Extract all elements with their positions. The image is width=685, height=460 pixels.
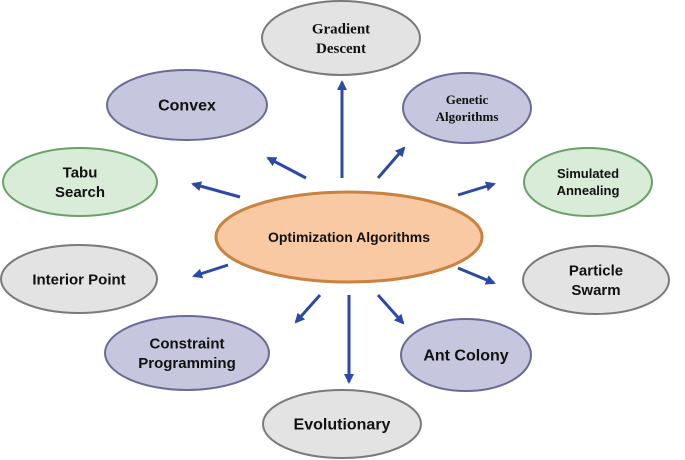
arrow-to-particle-swarm xyxy=(457,266,496,285)
nodes-layer: GradientDescentGeneticAlgorithmsSimulate… xyxy=(0,0,670,459)
node-interior-point-ellipse xyxy=(0,244,158,314)
arrow-to-simulated-annealing xyxy=(457,181,496,197)
node-evolutionary: Evolutionary xyxy=(262,389,422,459)
node-gradient-descent-label-line-1: Gradient xyxy=(312,22,370,38)
node-ant-colony-label-line-1: Ant Colony xyxy=(423,348,508,365)
center-ellipse xyxy=(214,190,484,284)
node-particle-swarm-ellipse xyxy=(522,245,670,315)
node-convex-label-line-1: Convex xyxy=(158,98,216,115)
center-label: Optimization Algorithms xyxy=(268,229,430,245)
node-particle-swarm-label-line-2: Swarm xyxy=(571,282,620,299)
node-ant-colony-ellipse xyxy=(400,318,532,392)
node-genetic-algorithms-label-line-1: Genetic xyxy=(446,92,489,107)
node-convex-ellipse xyxy=(106,69,268,141)
center-node: Optimization Algorithms xyxy=(214,190,484,284)
arrow-to-constraint-programming xyxy=(294,294,322,324)
arrow-to-interior-point xyxy=(192,263,229,279)
node-gradient-descent-label-line-2: Descent xyxy=(316,41,366,57)
node-tabu-search-label-line-2: Search xyxy=(55,184,105,201)
node-interior-point: Interior Point xyxy=(0,244,158,314)
node-simulated-annealing-label-line-1: Simulated xyxy=(557,166,619,181)
node-gradient-descent-ellipse xyxy=(261,0,421,76)
node-interior-point-label-line-1: Interior Point xyxy=(32,271,125,288)
node-genetic-algorithms-label-line-2: Algorithms xyxy=(436,109,499,124)
node-tabu-search-label-line-1: Tabu xyxy=(63,165,98,182)
arrow-to-tabu-search xyxy=(191,181,241,199)
arrow-to-convex xyxy=(266,156,307,180)
node-constraint-programming-ellipse xyxy=(104,315,270,391)
arrow-to-genetic-algorithms xyxy=(376,146,406,179)
node-constraint-programming-label-line-1: Constraint xyxy=(150,336,225,353)
node-constraint-programming-label-line-2: Programming xyxy=(138,355,236,372)
node-tabu-search-ellipse xyxy=(2,147,158,217)
node-genetic-algorithms-ellipse xyxy=(402,72,532,144)
node-evolutionary-label-line-1: Evolutionary xyxy=(294,417,391,434)
node-simulated-annealing-ellipse xyxy=(523,147,653,217)
node-evolutionary-ellipse xyxy=(262,389,422,459)
node-particle-swarm-label-line-1: Particle xyxy=(569,263,623,280)
arrow-to-ant-colony xyxy=(376,294,405,325)
node-ant-colony: Ant Colony xyxy=(400,318,532,392)
node-simulated-annealing-label-line-2: Annealing xyxy=(557,183,620,198)
node-convex: Convex xyxy=(106,69,268,141)
arrows-layer xyxy=(191,80,496,384)
